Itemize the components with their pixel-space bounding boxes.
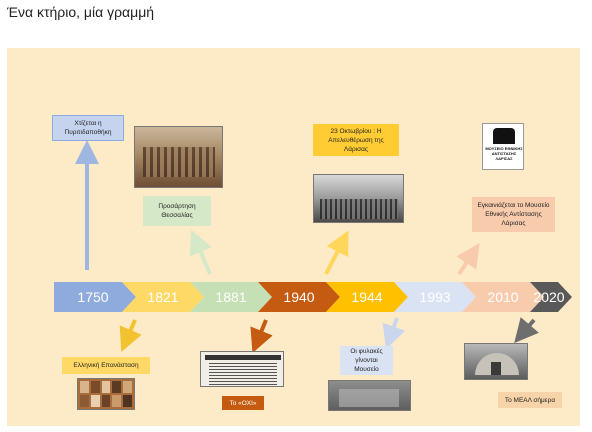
event-2020-photo bbox=[464, 343, 528, 380]
event-2020-label: Το ΜΕΑΛ σήμερα bbox=[498, 392, 562, 408]
event-1881-label: Προσάρτηση Θεσσαλίας bbox=[143, 196, 211, 226]
year-1944 bbox=[326, 282, 408, 312]
year-1940 bbox=[258, 282, 340, 312]
timeline-panel: 1750 1821 1881 1940 1944 1993 2010 2020 … bbox=[7, 48, 580, 426]
logo-text: ΜΟΥΣΕΙΟ ΕΘΝΙΚΗΣ ΑΝΤΙΣΤΑΣΗΣ ΛΑΡΙΣΑΣ bbox=[485, 146, 523, 161]
event-1750-label: Χτίζεται η Πυριτιδαποθήκη bbox=[52, 115, 124, 141]
year-label-1944: 1944 bbox=[351, 289, 382, 305]
event-1940-newspaper bbox=[200, 351, 284, 387]
event-1993-label: Οι φυλακές γίνονται Μουσείο bbox=[340, 346, 393, 375]
year-label-2010: 2010 bbox=[487, 289, 518, 305]
event-1944-label: 23 Οκτωβρίου : Η Απελευθέρωση της Λάρισα… bbox=[313, 124, 399, 156]
page-title: Ένα κτήριο, μία γραμμή bbox=[7, 4, 155, 20]
arrow-2010 bbox=[456, 243, 480, 276]
connector-arrows bbox=[75, 140, 539, 354]
event-1821-label: Ελληνική Επανάσταση bbox=[62, 357, 150, 374]
year-1821 bbox=[122, 282, 204, 312]
arrow-1940 bbox=[250, 319, 273, 354]
arrow-1944 bbox=[324, 230, 349, 275]
timeline-bar: 1750 1821 1881 1940 1944 1993 2010 2020 bbox=[54, 282, 572, 312]
year-label-1750: 1750 bbox=[77, 289, 108, 305]
year-2020 bbox=[530, 282, 572, 312]
year-1881 bbox=[190, 282, 272, 312]
event-2010-logo: ΜΟΥΣΕΙΟ ΕΘΝΙΚΗΣ ΑΝΤΙΣΤΑΣΗΣ ΛΑΡΙΣΑΣ bbox=[482, 123, 524, 170]
year-1993 bbox=[394, 282, 476, 312]
year-label-2020: 2020 bbox=[533, 289, 564, 305]
year-1750 bbox=[54, 282, 136, 312]
arrow-1821 bbox=[119, 319, 142, 353]
arrow-1993 bbox=[382, 317, 406, 350]
arrow-2020 bbox=[514, 317, 539, 344]
event-1940-label: Το «ΟΧΙ» bbox=[222, 396, 264, 410]
year-label-1940: 1940 bbox=[283, 289, 314, 305]
year-label-1993: 1993 bbox=[419, 289, 450, 305]
event-1881-photo bbox=[134, 126, 223, 188]
event-1944-photo bbox=[313, 174, 404, 223]
event-2010-label: Εγκαινιάζεται το Μουσείο Εθνικής Αντίστα… bbox=[472, 197, 555, 232]
arrow-1881 bbox=[189, 229, 212, 275]
event-1821-photo bbox=[77, 378, 135, 410]
year-label-1881: 1881 bbox=[215, 289, 246, 305]
year-label-1821: 1821 bbox=[147, 289, 178, 305]
year-2010 bbox=[462, 282, 544, 312]
event-1993-photo bbox=[328, 380, 411, 411]
